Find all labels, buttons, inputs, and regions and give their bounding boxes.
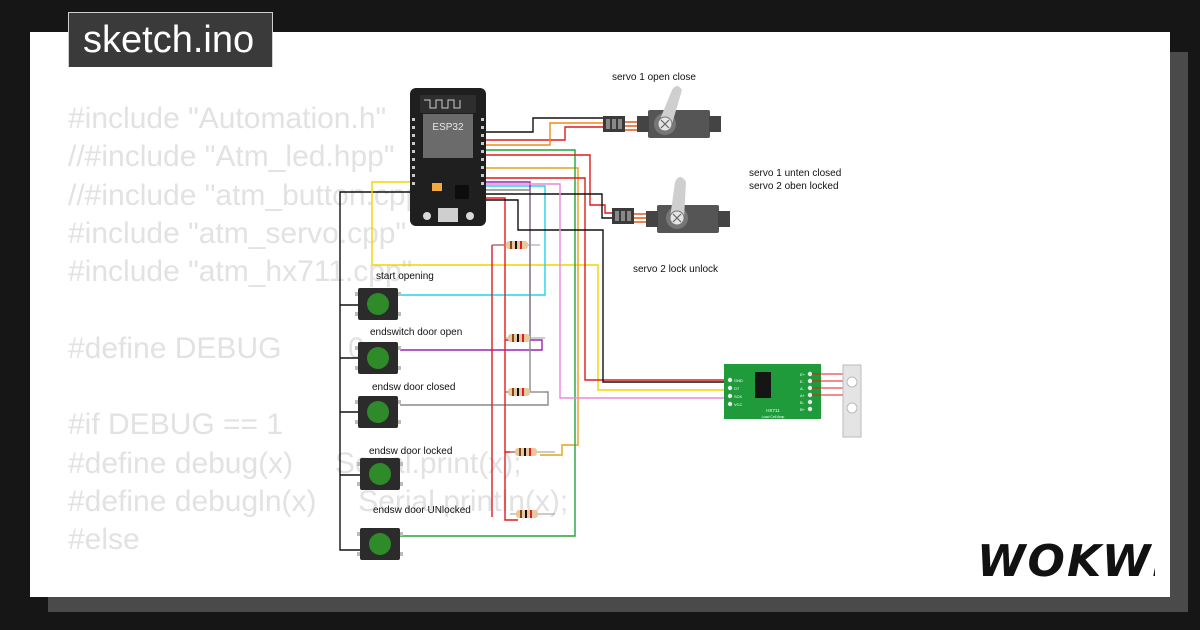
wire-red-hx <box>485 177 728 381</box>
resistor[interactable] <box>505 334 545 342</box>
mcu-label: ESP32 <box>432 122 464 133</box>
servo-2[interactable] <box>612 177 730 233</box>
button-label: endsw door closed <box>372 382 455 393</box>
code-line: //#include "Atm_led.hpp" <box>68 140 395 174</box>
preview-card: #include "Automation.h" //#include "Atm_l… <box>30 32 1170 597</box>
wire-red-res <box>492 244 515 453</box>
wire-purple <box>400 181 543 351</box>
code-line: //#include "atm_button.cpp" <box>68 178 433 212</box>
wire-red-main <box>485 197 518 521</box>
hx711-pin-label: GND <box>734 378 743 383</box>
wire-black-servo2 <box>485 193 618 219</box>
sketch-title-tab: sketch.ino <box>68 12 274 67</box>
resistor[interactable] <box>510 510 555 518</box>
resistors <box>492 241 555 518</box>
wire-black-servo1 <box>485 117 603 133</box>
hx711-pin-label: SCK <box>734 394 743 399</box>
wire-yellow-hx <box>371 181 728 391</box>
pushbutton-endsw-door-locked[interactable] <box>357 458 403 490</box>
servo-note-2: servo 2 oben locked <box>749 181 839 192</box>
hx711-module[interactable]: GND DT SCK VCC E+ E- A- A+ B- B+ HX711 L… <box>724 364 821 419</box>
hx711-pin-label: B- <box>800 400 805 405</box>
wire-pink-hx <box>485 183 728 399</box>
hx711-pin-label: B+ <box>800 407 806 412</box>
load-cell[interactable] <box>842 364 862 438</box>
wokwi-logo-text: WOKWI <box>977 536 1155 587</box>
button-label: endsw door locked <box>369 446 452 457</box>
servo-2-label: servo 2 lock unlock <box>633 264 719 275</box>
button-label: endswitch door open <box>370 327 462 338</box>
pushbutton-endsw-door-closed[interactable] <box>355 396 401 428</box>
code-line: #include "atm_hx711.cpp" <box>68 255 413 289</box>
wire-orange <box>485 167 579 456</box>
code-line: #else <box>68 523 140 557</box>
code-preview: #include "Automation.h" //#include "Atm_l… <box>68 100 568 560</box>
resistor[interactable] <box>505 388 545 396</box>
servo-1[interactable] <box>603 86 721 138</box>
wire-red-servo1 <box>485 126 603 141</box>
pushbutton-endsw-door-unlocked[interactable] <box>357 528 403 560</box>
pushbutton-start-opening[interactable] <box>355 288 401 320</box>
wire-gnd-bus <box>339 191 412 551</box>
button-label: endsw door UNlocked <box>373 505 471 516</box>
wokwi-logo: WOKWI <box>977 536 1155 587</box>
hx711-pin-label: DT <box>734 386 740 391</box>
hx711-pin-label: E+ <box>800 372 806 377</box>
esp32-board[interactable]: ESP32 <box>410 88 486 226</box>
hx711-sub-label: Load Cell Amp <box>762 415 785 419</box>
hx711-pin-label: A+ <box>800 393 806 398</box>
wire-red-servo2 <box>485 154 618 214</box>
code-line: #include "atm_servo.cpp" <box>68 216 407 250</box>
servo-note-1: servo 1 unten closed <box>749 168 841 179</box>
wire-green <box>400 149 576 537</box>
pushbutton-endswitch-door-open[interactable] <box>355 342 401 374</box>
hx711-pin-label: E- <box>800 379 805 384</box>
wire-loadcell <box>812 373 845 396</box>
code-line: #define DEBUG 0 <box>68 331 365 365</box>
wire-orange-servo1 <box>485 122 603 146</box>
button-label: start opening <box>376 271 434 282</box>
wire-cyan <box>400 185 546 296</box>
hx711-pin-label: A- <box>800 386 805 391</box>
servo-1-label: servo 1 open close <box>612 72 696 83</box>
resistor[interactable] <box>510 448 555 456</box>
resistor[interactable] <box>492 241 540 249</box>
code-line: #if DEBUG == 1 <box>68 408 284 442</box>
hx711-pin-label: VCC <box>734 402 743 407</box>
hx711-label: HX711 <box>766 408 780 413</box>
code-line: #include "Automation.h" <box>68 102 387 135</box>
